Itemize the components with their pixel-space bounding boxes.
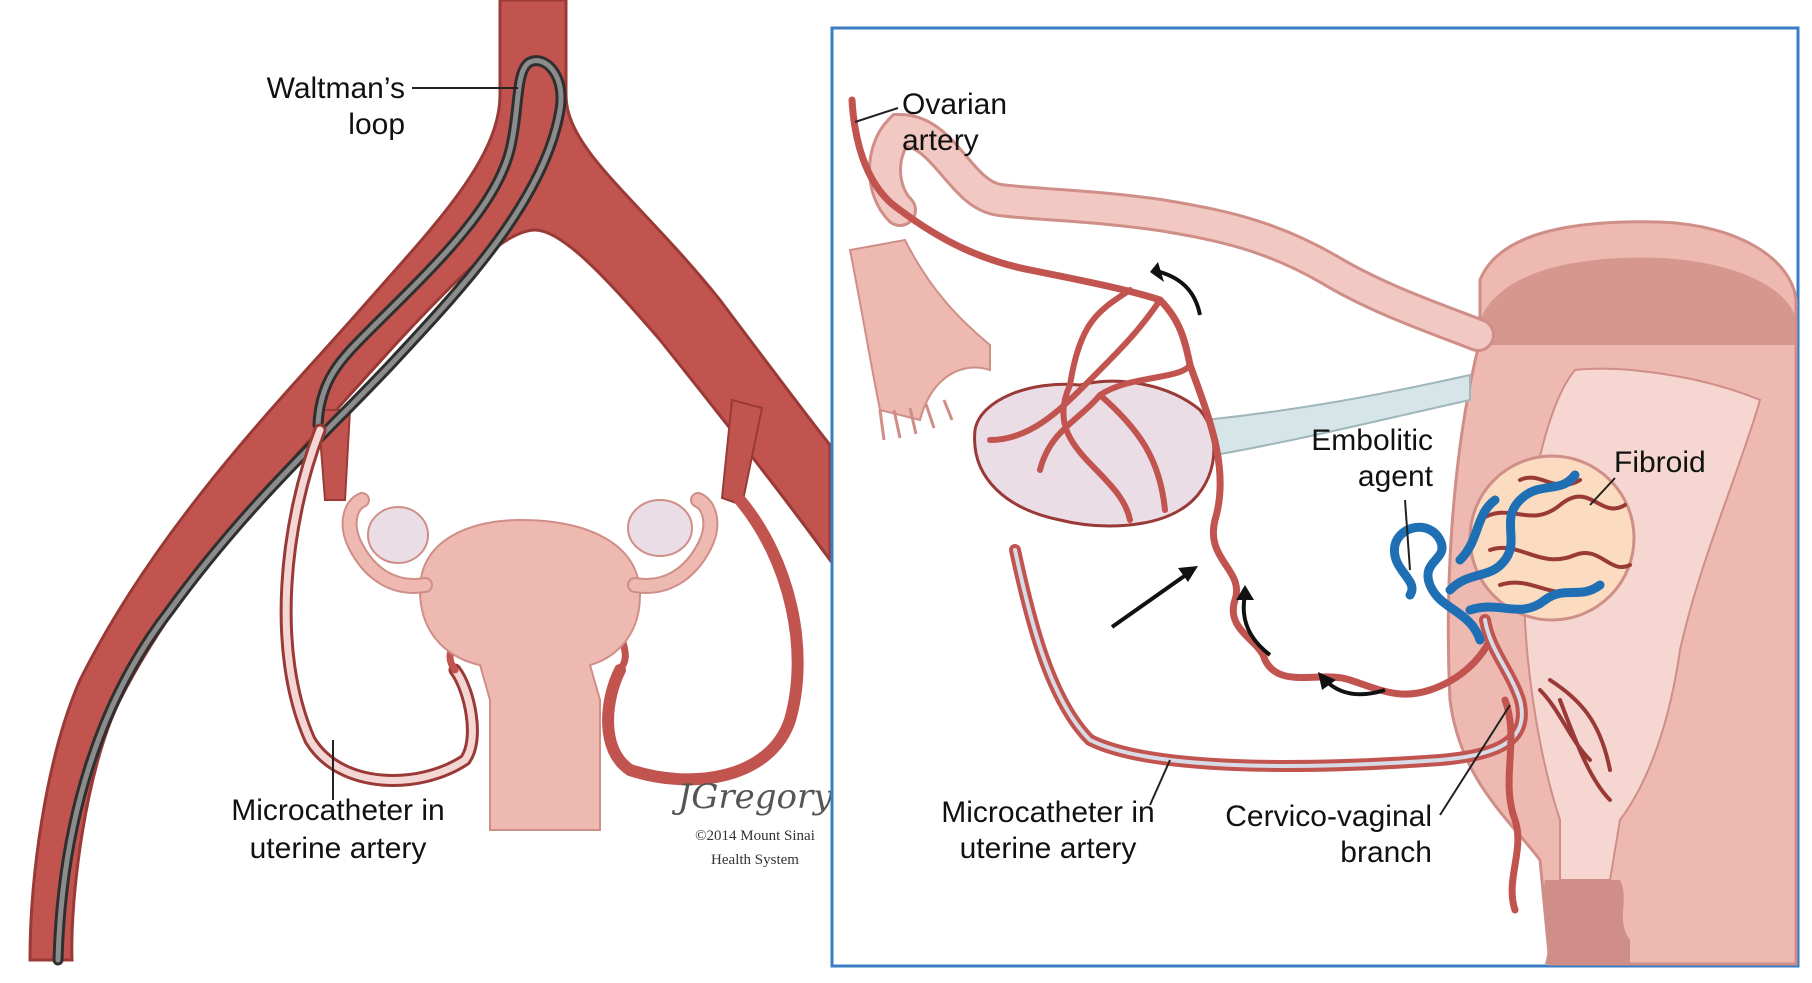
- anastomotic-artery: [1186, 361, 1494, 698]
- right-ovary: [627, 499, 693, 557]
- label-ovarian-line2: artery: [902, 124, 979, 157]
- copyright-line1: ©2014 Mount Sinai: [695, 828, 815, 844]
- fallopian-tube-inner: [871, 115, 1492, 349]
- ovarian-artery: [848, 96, 1194, 369]
- artist-signature: JGregory: [672, 777, 834, 817]
- flow-arrow-mid-head: [1236, 585, 1254, 600]
- left-fallopian-tube-inner: [343, 494, 431, 592]
- leader-micro-right: [1149, 759, 1171, 806]
- copyright-line2: Health System: [711, 852, 799, 868]
- leader-cervico: [1439, 704, 1511, 816]
- label-waltman-line2: loop: [348, 108, 405, 141]
- microcatheter-right: [1013, 548, 1524, 768]
- uterus-left-panel: [418, 518, 642, 831]
- label-micro-right-line2: uterine artery: [960, 832, 1137, 865]
- flow-arrow-lower-head: [1318, 672, 1336, 690]
- flow-arrow-upper: [1159, 270, 1202, 316]
- uterus-fundus-muscle: [1480, 257, 1796, 345]
- label-micro-left-line2: uterine artery: [250, 832, 427, 865]
- label-micro-right-line1: Microcatheter in: [941, 796, 1154, 829]
- right-uterine-artery: [602, 494, 804, 786]
- catheter-waltman-loop-core: [55, 58, 564, 963]
- label-micro-left-line1: Microcatheter in: [231, 794, 444, 827]
- label-waltman-line1: Waltman’s: [267, 72, 405, 105]
- flow-arrow-mid: [1241, 594, 1272, 657]
- flow-arrow-upper-head: [1150, 262, 1164, 282]
- uterine-wall-branches: [1538, 678, 1612, 802]
- label-ovarian-line1: Ovarian: [902, 88, 1007, 121]
- left-panel: Waltman’s loop Microcatheter in uterine …: [28, 0, 834, 966]
- fimbriae-fringe: [878, 399, 954, 441]
- leader-ovarian: [854, 107, 899, 123]
- label-embolic-line2: agent: [1358, 460, 1434, 493]
- right-fallopian-tube-inner: [629, 494, 717, 592]
- left-ovary: [367, 506, 429, 564]
- embolic-agent: [1390, 470, 1605, 645]
- ovarian-ligament: [1203, 373, 1471, 457]
- label-cervico-line1: Cervico-vaginal: [1225, 800, 1432, 833]
- ovary: [973, 379, 1216, 528]
- left-uterine-artery-fill: [282, 426, 476, 784]
- ovarian-branches: [987, 287, 1193, 523]
- label-cervico-line2: branch: [1340, 836, 1432, 869]
- cervico-vaginal-branch: [1501, 696, 1522, 914]
- right-panel: Ovarian artery Embolitic agent Fibroid M…: [830, 26, 1800, 968]
- flow-arrow-straight: [1110, 570, 1192, 629]
- label-embolic-line1: Embolitic: [1311, 424, 1433, 457]
- cervical-canal: [1543, 880, 1630, 964]
- leader-embolic: [1404, 499, 1411, 571]
- leader-fibroid: [1589, 477, 1616, 506]
- flow-arrow-straight-head: [1178, 566, 1198, 582]
- fimbriae: [848, 238, 991, 422]
- fibroid-vessels: [1478, 475, 1632, 595]
- label-fibroid: Fibroid: [1614, 446, 1706, 479]
